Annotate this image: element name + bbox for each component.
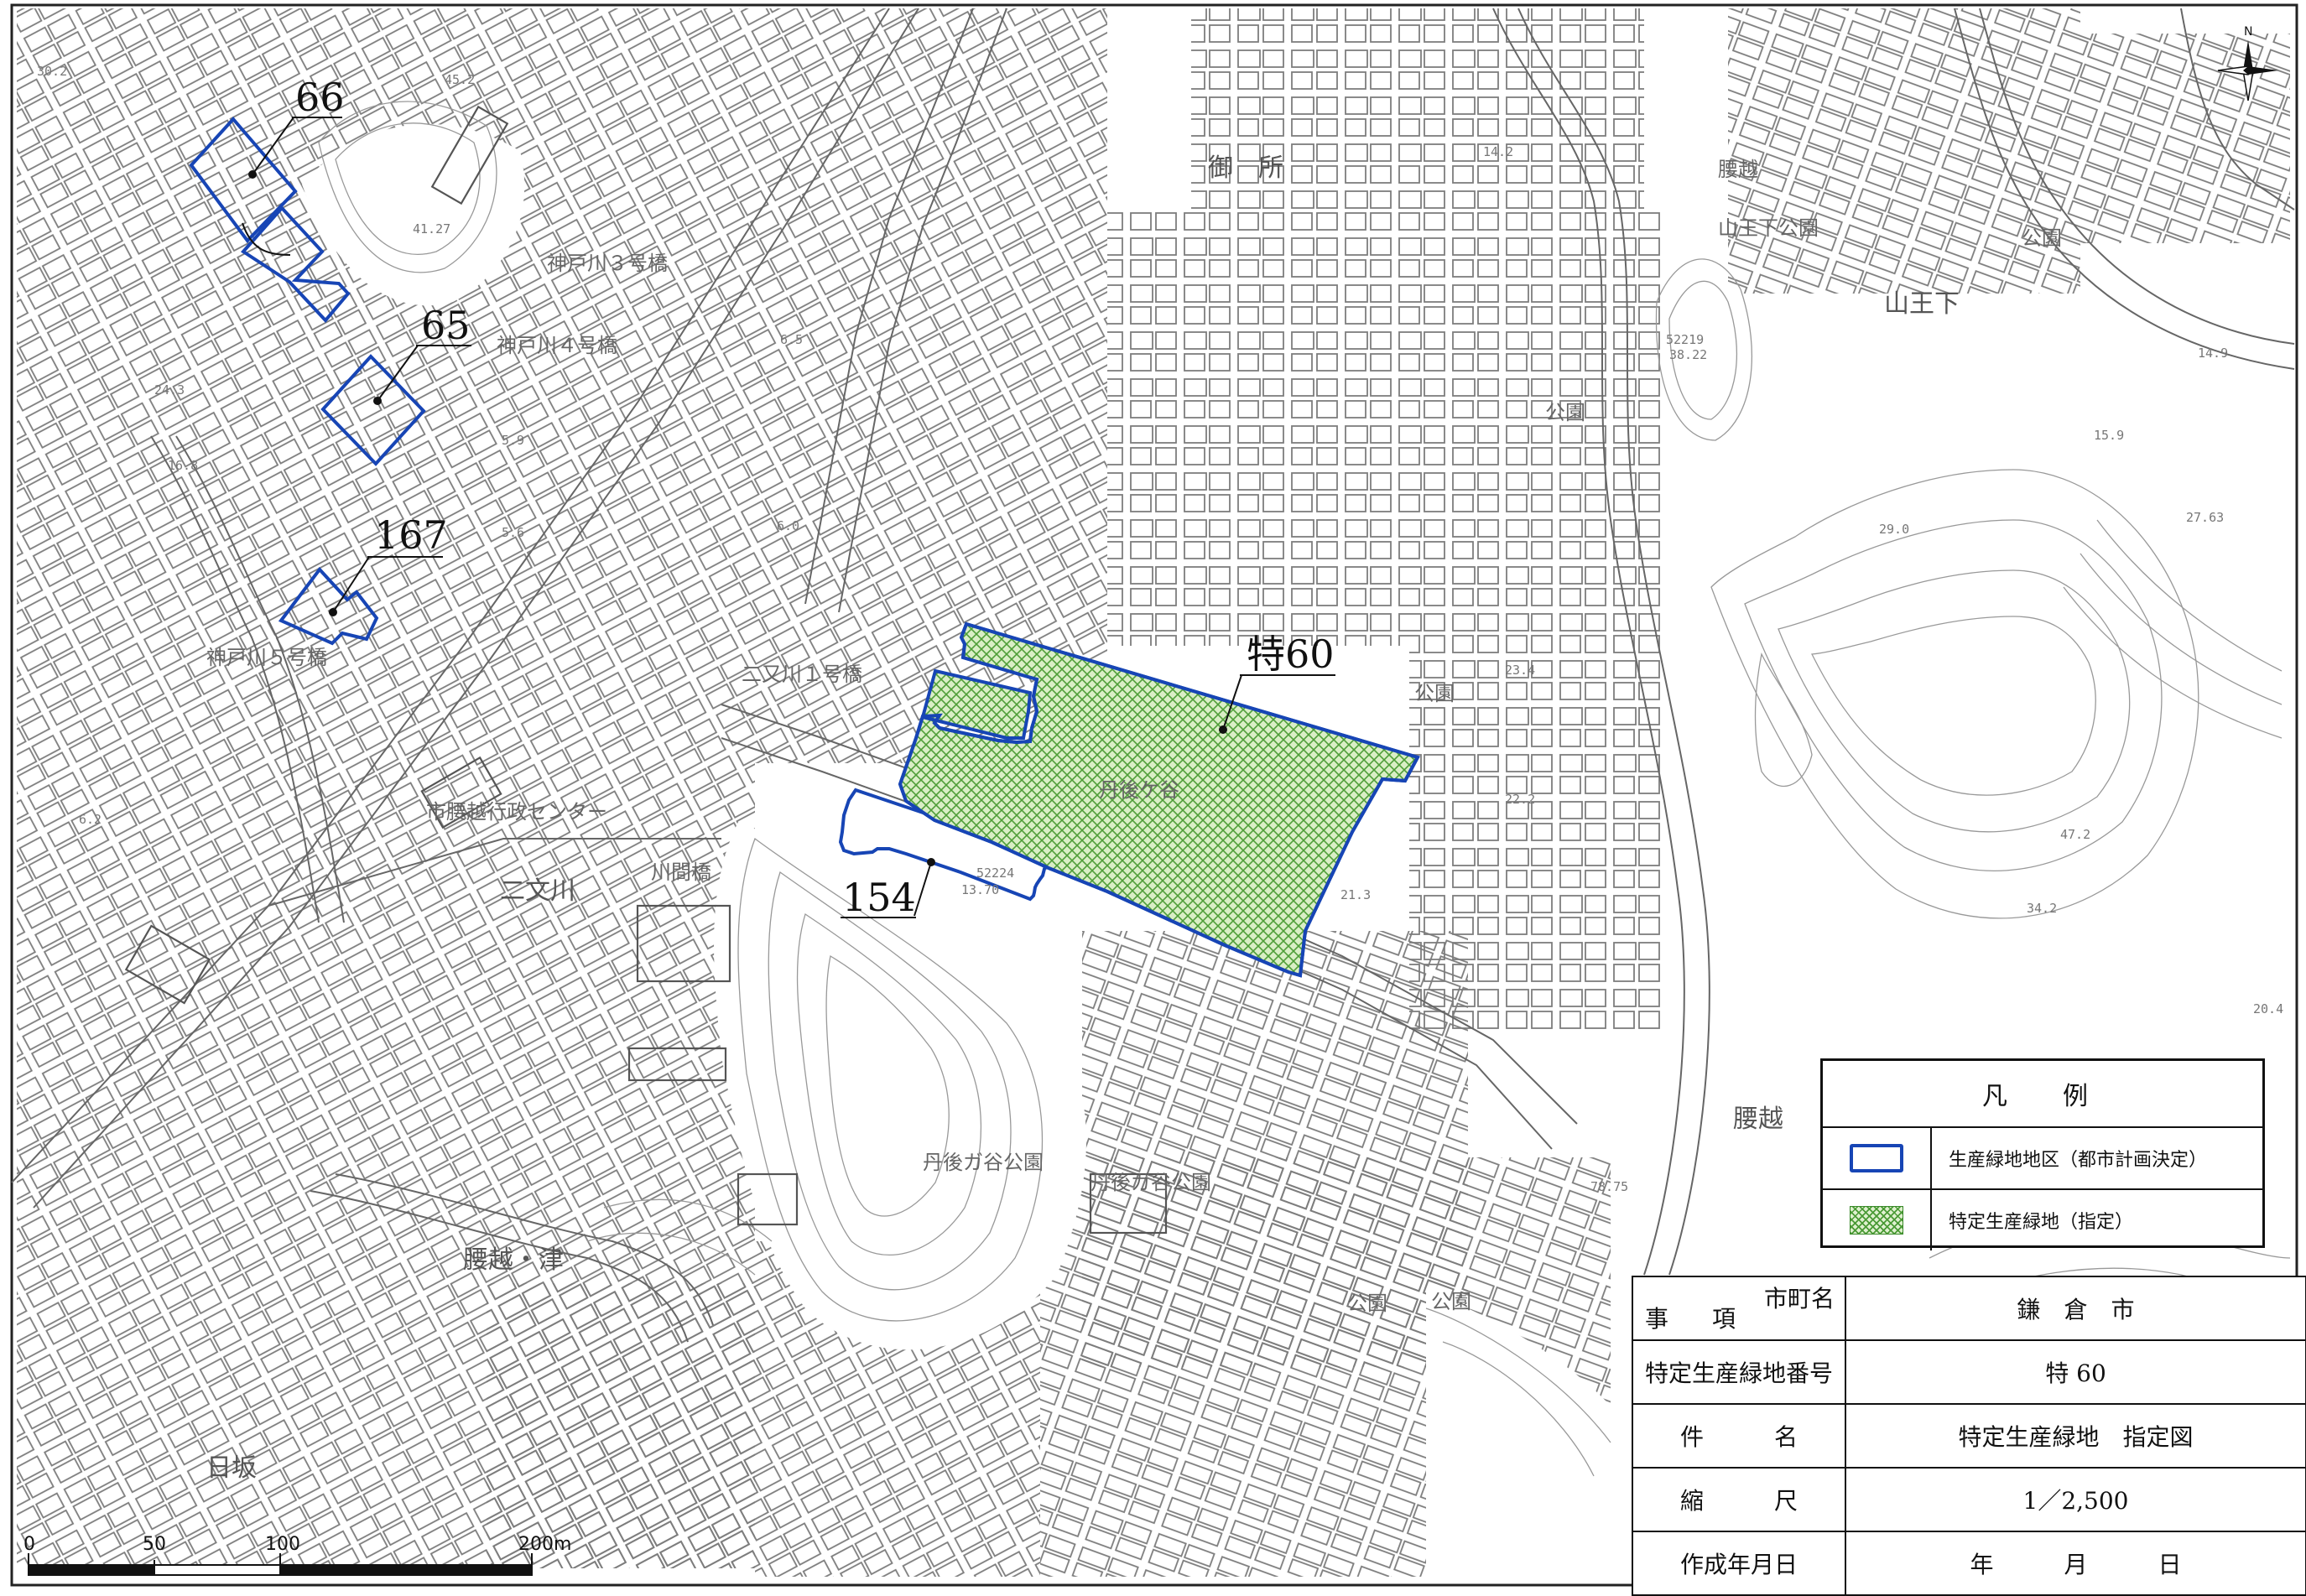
- label-kawama-bridge: 川間橋: [651, 860, 711, 884]
- row-key-number: 特定生産緑地番号: [1632, 1339, 1846, 1405]
- scale-tick-50: 50: [143, 1534, 166, 1555]
- callout-154: 154: [841, 858, 935, 920]
- north-label: N: [2244, 25, 2252, 39]
- svg-text:15.9: 15.9: [2094, 428, 2124, 443]
- label-park-5: 公園: [1431, 1290, 1471, 1313]
- plot-label-154: 154: [842, 875, 916, 920]
- label-sannoshita: 山王下: [1884, 289, 1960, 319]
- plot-label-65: 65: [421, 303, 471, 348]
- legend: 凡 例 生産緑地地区（都市計画決定） 特定生産緑地（指定）: [1820, 1058, 2265, 1250]
- svg-text:29.0: 29.0: [1879, 522, 1909, 537]
- label-park-3: 公園: [1414, 682, 1455, 705]
- svg-text:34.2: 34.2: [2027, 901, 2057, 916]
- label-koshigoe-tsu: 腰越・津: [463, 1245, 564, 1275]
- svg-text:14.9: 14.9: [2198, 346, 2228, 361]
- svg-text:78.75: 78.75: [1590, 1179, 1628, 1194]
- title-block-table: 市町名 事 項 鎌 倉 市 特定生産緑地番号 特 60 件 名 特定生産緑地 指…: [1632, 1276, 2306, 1596]
- svg-text:21.3: 21.3: [1340, 887, 1371, 902]
- svg-text:13.70: 13.70: [961, 882, 999, 897]
- svg-text:27.63: 27.63: [2186, 510, 2224, 525]
- label-gando-bridge-4: 神戸川４号橋: [497, 334, 617, 357]
- svg-text:16.8: 16.8: [168, 458, 198, 473]
- plot-66-outline: [189, 116, 298, 244]
- header-cell: 市町名 事 項: [1632, 1276, 1846, 1341]
- plot-callouts: 66 65 167 154 特60: [242, 75, 1335, 920]
- label-gando-bridge-3: 神戸川３号橋: [547, 252, 668, 275]
- svg-text:45.2: 45.2: [445, 72, 475, 87]
- svg-text:14.2: 14.2: [1483, 144, 1513, 159]
- label-futatsugawa-bridge: 二又川１号橋: [742, 663, 862, 686]
- city-value: 鎌 倉 市: [1845, 1276, 2306, 1341]
- label-tango-gaya-park-2: 丹後ガ谷公園: [1091, 1171, 1211, 1194]
- scale-tick-0: 0: [23, 1534, 35, 1555]
- svg-text:5.6: 5.6: [502, 525, 524, 540]
- legend-row-production: 生産緑地地区（都市計画決定）: [1823, 1128, 2262, 1190]
- svg-text:47.2: 47.2: [2060, 827, 2090, 842]
- svg-text:5.9: 5.9: [502, 433, 524, 448]
- roads: [11, 8, 2295, 1343]
- callout-66: 66: [242, 75, 345, 256]
- header-city-label: 市町名: [1763, 1285, 1835, 1313]
- label-tango-gaya-park-1: 丹後ガ谷公園: [923, 1151, 1044, 1174]
- legend-title: 凡 例: [1823, 1061, 2262, 1128]
- plot-label-66: 66: [295, 75, 345, 120]
- row-value-title: 特定生産緑地 指定図: [1845, 1403, 2306, 1469]
- legend-label-specified: 特定生産緑地（指定）: [1949, 1212, 2134, 1233]
- svg-text:24.3: 24.3: [154, 382, 185, 398]
- row-key-date: 作成年月日: [1632, 1531, 1846, 1596]
- green-hatch-swatch-icon: [1850, 1206, 1903, 1235]
- place-labels: 御 所 腰越 山王下公園 山王下 丹後ケ谷 丹後ガ谷公園 丹後ガ谷公園 腰越 腰…: [206, 153, 2062, 1483]
- svg-text:20.4: 20.4: [2253, 1001, 2283, 1016]
- row-value-date: 年 月 日: [1845, 1531, 2306, 1596]
- svg-text:6.5: 6.5: [780, 332, 803, 347]
- north-arrow-icon: N: [2217, 25, 2278, 101]
- scale-bar: 0 50 100 200m: [23, 1534, 571, 1576]
- open-land: [302, 101, 2294, 1577]
- svg-text:6.2: 6.2: [79, 812, 102, 827]
- label-gando-bridge-5: 神戸川５号橋: [206, 646, 327, 669]
- label-hisaka: 日坂: [206, 1453, 257, 1483]
- plot-167-outline: [278, 566, 379, 646]
- svg-text:52219: 52219: [1666, 332, 1704, 347]
- callout-65: 65: [373, 303, 471, 405]
- row-key-title: 件 名: [1632, 1403, 1846, 1469]
- label-futatsugawa: 二文川: [500, 876, 575, 906]
- plot-65-outline: [320, 354, 426, 466]
- label-park-1: 公園: [1347, 1292, 1387, 1315]
- label-gosho: 御 所: [1208, 153, 1283, 183]
- row-value-number: 特 60: [1845, 1339, 2306, 1405]
- svg-text:41.27: 41.27: [413, 221, 450, 237]
- legend-label-production: 生産緑地地区（都市計画決定）: [1949, 1150, 2208, 1171]
- scale-tick-200m: 200m: [518, 1534, 571, 1555]
- plot-label-167: 167: [374, 512, 448, 558]
- callout-167: 167: [329, 512, 448, 616]
- label-park-4: 公園: [2022, 226, 2062, 250]
- label-sanno-park-line2: 山王下公園: [1718, 216, 1819, 240]
- building-blocks: [17, 8, 2290, 1577]
- svg-text:22.2: 22.2: [1505, 792, 1535, 807]
- row-value-scale: 1／2,500: [1845, 1467, 2306, 1532]
- svg-text:23.4: 23.4: [1505, 663, 1535, 678]
- svg-text:6.0: 6.0: [777, 518, 799, 533]
- production-green-zones: [189, 116, 1420, 978]
- svg-text:38.22: 38.22: [1669, 347, 1707, 362]
- label-admin-center: 市腰越行政センター: [426, 800, 607, 824]
- scale-tick-100: 100: [265, 1534, 300, 1555]
- plot-label-toku60: 特60: [1247, 632, 1335, 677]
- buildings: [124, 105, 1168, 1235]
- svg-text:30.2: 30.2: [37, 64, 67, 79]
- blue-outline-swatch-icon: [1850, 1144, 1903, 1172]
- label-koshigoe-sanno-park: 腰越: [1718, 158, 1758, 181]
- elevation-points: 45.2 41.27 38.22 52219 27.63 52224 13.70…: [37, 64, 2283, 1194]
- callout-toku60: 特60: [1219, 632, 1335, 734]
- label-park-2: 公園: [1545, 401, 1585, 424]
- legend-row-specified: 特定生産緑地（指定）: [1823, 1190, 2262, 1250]
- svg-text:52224: 52224: [976, 866, 1014, 881]
- label-koshigoe: 腰越: [1733, 1105, 1783, 1134]
- header-item-label: 事 項: [1645, 1305, 1746, 1333]
- label-tango-gaya: 丹後ケ谷: [1099, 778, 1179, 802]
- plot-66-outline-b: [240, 205, 351, 324]
- row-key-scale: 縮 尺: [1632, 1467, 1846, 1532]
